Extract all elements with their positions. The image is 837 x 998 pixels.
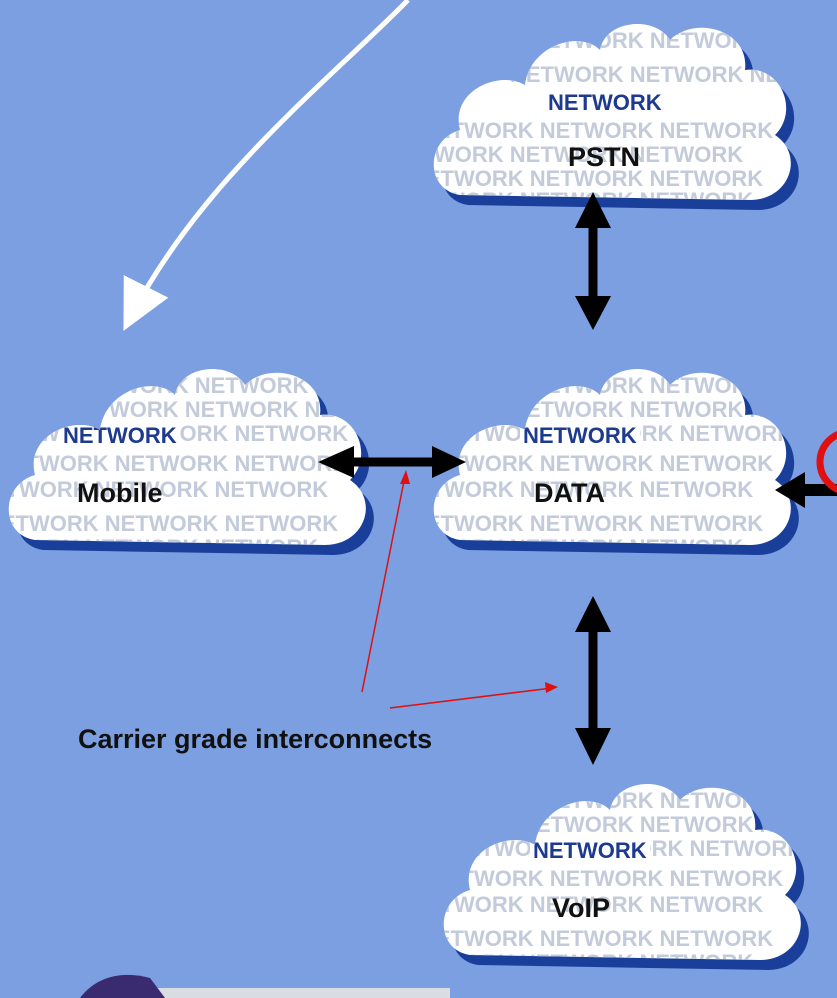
cloud-pstn: NETWORK NETWORK NETWORK NETWORK NETWORK …: [390, 23, 837, 211]
curved-arrow: [123, 0, 410, 331]
arrow-pstn-data: [575, 192, 611, 330]
cloud-label-mobile: Mobile: [77, 478, 163, 508]
cloud-label-voip: VoIP: [552, 893, 610, 923]
pointer-lines: [361, 470, 558, 709]
svg-text:NETWORK NETWORK NETWORK: NETWORK NETWORK NETWORK: [530, 373, 837, 398]
svg-text:NETWORK NETWORK NETWORK: NETWORK NETWORK NETWORK: [400, 950, 753, 975]
cutoff-circle: [816, 431, 837, 493]
svg-text:NETWORK NETWORK NETWORK: NETWORK NETWORK NETWORK: [390, 535, 743, 560]
cloud-label-pstn: PSTN: [568, 142, 640, 172]
svg-text:NETWORK NETWORK NETWORK: NETWORK NETWORK NETWORK: [410, 511, 763, 536]
svg-text:NETWORK NETWORK NETWORK: NETWORK NETWORK NETWORK: [510, 62, 837, 87]
svg-text:NETWORK NETWORK NETWORK: NETWORK NETWORK NETWORK: [530, 28, 837, 53]
svg-text:NETWORK NETWORK NETWORK: NETWORK NETWORK NETWORK: [430, 866, 783, 891]
cloud-voip: NETWORK NETWORK NETWORK NETWORK NETWORK …: [400, 783, 837, 975]
arrow-data-voip: [575, 596, 611, 765]
decorative-object: [80, 974, 450, 998]
svg-text:NETWORK NETWORK NETWORK: NETWORK NETWORK NETWORK: [520, 812, 837, 837]
svg-text:NETWORK NETWORK NETWORK: NETWORK NETWORK NETWORK: [510, 397, 837, 422]
carrier-grade-caption: Carrier grade interconnects: [78, 724, 432, 754]
svg-text:NETWORK NETWORK NETWORK: NETWORK NETWORK NETWORK: [420, 118, 773, 143]
svg-text:NETWORK NETWORK NETWORK: NETWORK NETWORK NETWORK: [0, 535, 318, 560]
svg-text:NETWORK NETWORK NETWORK: NETWORK NETWORK NETWORK: [65, 397, 418, 422]
watermark-primary: NETWORK: [63, 423, 177, 448]
watermark-primary: NETWORK: [533, 838, 647, 863]
arrow-mobile-data: [318, 446, 466, 478]
svg-text:NETWORK NETWORK NETWORK: NETWORK NETWORK NETWORK: [390, 142, 743, 167]
svg-text:NETWORK NETWORK NETWORK: NETWORK NETWORK NETWORK: [420, 451, 773, 476]
svg-text:NETWORK NETWORK NETWORK: NETWORK NETWORK NETWORK: [0, 451, 348, 476]
watermark-primary: NETWORK: [523, 423, 637, 448]
svg-text:NETWORK NETWORK NETWORK: NETWORK NETWORK NETWORK: [420, 926, 773, 951]
svg-text:NETWORK NETWORK NETWORK: NETWORK NETWORK NETWORK: [0, 511, 338, 536]
svg-text:NETWORK NETWORK NETWORK: NETWORK NETWORK NETWORK: [75, 373, 428, 398]
cloud-data: NETWORK NETWORK NETWORK NETWORK NETWORK …: [390, 368, 837, 560]
cloud-label-data: DATA: [534, 478, 605, 508]
svg-text:NETWORK NETWORK NETWORK: NETWORK NETWORK NETWORK: [0, 477, 328, 502]
svg-text:NETWORK NETWORK NETWORK: NETWORK NETWORK NETWORK: [540, 788, 837, 813]
svg-text:NETWORK NETWORK NETWORK: NETWORK NETWORK NETWORK: [400, 477, 753, 502]
svg-text:NETWORK NETWORK NETWORK: NETWORK NETWORK NETWORK: [410, 892, 763, 917]
watermark-primary: NETWORK: [548, 90, 662, 115]
svg-text:NETWORK NETWORK NETWORK: NETWORK NETWORK NETWORK: [410, 166, 763, 191]
